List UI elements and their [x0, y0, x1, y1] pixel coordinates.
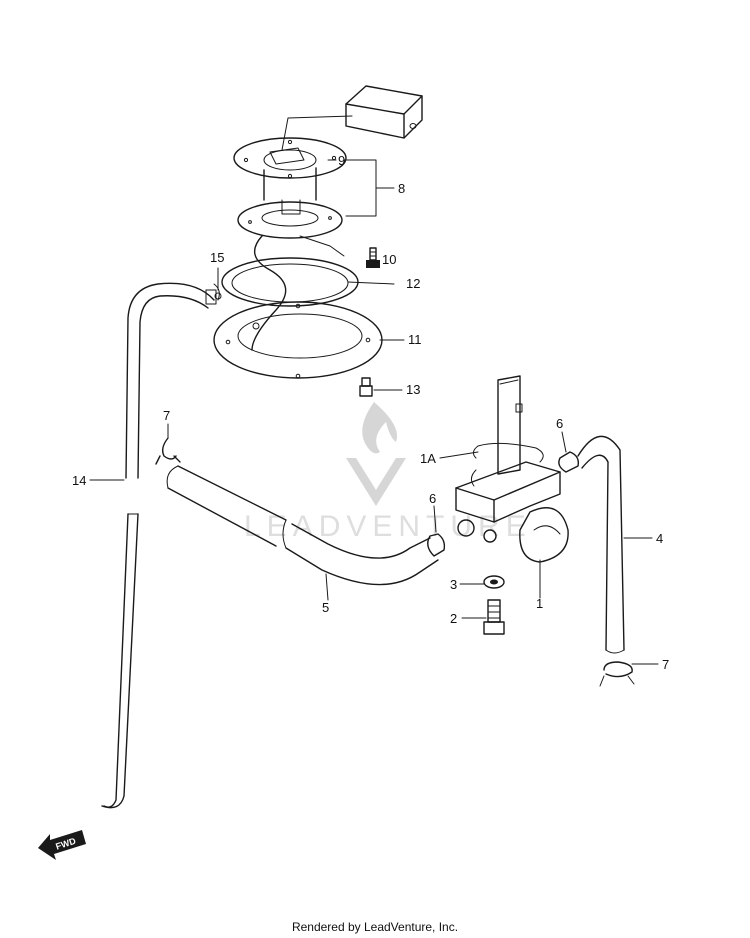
callout-4: 4 [656, 531, 663, 546]
leadventure-watermark-logo: LEADVENTURE [244, 402, 532, 543]
callout-10: 10 [382, 252, 396, 267]
callout-3: 3 [450, 577, 457, 592]
callout-13: 13 [406, 382, 420, 397]
screw-2 [483, 599, 505, 635]
callout-2: 2 [450, 611, 457, 626]
screw-10 [366, 247, 380, 268]
watermark-text: LEADVENTURE [244, 510, 532, 543]
gasket-ring [221, 257, 359, 307]
callout-6-right: 6 [556, 416, 563, 431]
callout-1a: 1A [420, 451, 436, 466]
fuel-cock [455, 375, 569, 563]
callout-15: 15 [210, 250, 224, 265]
forward-arrow-icon: FWD [38, 830, 86, 860]
callout-5: 5 [322, 600, 329, 615]
clip-6-left [427, 533, 446, 557]
screw-13 [359, 377, 373, 397]
clip-7-upper [155, 437, 181, 465]
callout-12: 12 [406, 276, 420, 291]
callout-9: 9 [338, 153, 345, 168]
clip-15 [213, 283, 222, 301]
callout-11: 11 [408, 332, 422, 347]
washer-3 [483, 575, 505, 589]
callout-7-lower: 7 [662, 657, 669, 672]
flange-plate [213, 301, 383, 379]
callout-7-upper: 7 [163, 408, 170, 423]
sending-unit-box [281, 85, 423, 151]
callout-1: 1 [536, 596, 543, 611]
callout-8: 8 [398, 181, 405, 196]
callout-14: 14 [72, 473, 86, 488]
leader-lines [89, 159, 659, 665]
clip-6-right [558, 451, 580, 473]
hose-5 [166, 465, 439, 586]
fuel-gauge-plate [233, 137, 347, 215]
hose-14 [101, 282, 217, 809]
callout-labels: 9 8 10 15 12 11 13 7 6 1A 14 6 4 5 3 1 2… [72, 153, 669, 672]
footer-credit: Rendered by LeadVenture, Inc. [291, 920, 459, 934]
float-arm-wire [251, 235, 287, 351]
hose-4 [577, 435, 625, 654]
gauge-base-plate [237, 201, 345, 257]
clip-7-lower [599, 661, 635, 687]
callout-6-left: 6 [429, 491, 436, 506]
